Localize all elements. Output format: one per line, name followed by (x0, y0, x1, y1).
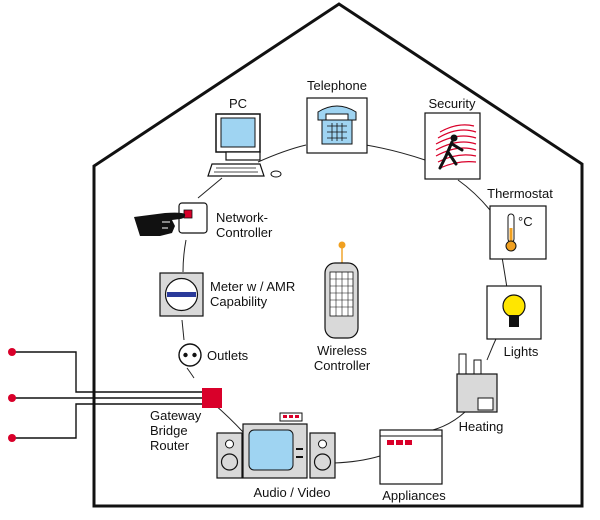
heating-label: Heating (459, 419, 504, 434)
thermostat-label: Thermostat (487, 186, 553, 201)
wireless-controller-label-line2: Controller (314, 358, 371, 373)
security-device[interactable]: Security (424, 96, 481, 180)
appliance-icon (379, 429, 443, 485)
network-controller-device[interactable]: Network- Controller (134, 202, 273, 240)
remote-control-icon (324, 241, 359, 339)
pc-device[interactable]: PC (207, 96, 282, 178)
gateway-label-line2: Bridge (150, 423, 188, 438)
gateway-device[interactable]: Gateway Bridge Router (150, 388, 222, 453)
telephone-label: Telephone (307, 78, 367, 93)
light-bulb-icon (502, 294, 526, 327)
network-controller-label-line1: Network- (216, 210, 268, 225)
lights-label: Lights (504, 344, 539, 359)
audio-video-device[interactable]: Audio / Video (216, 412, 336, 500)
gateway-node-icon (202, 388, 222, 408)
meter-label-line2: Capability (210, 294, 268, 309)
telephone-device[interactable]: Telephone (306, 78, 368, 154)
gateway-label-line3: Router (150, 438, 190, 453)
house-outline (92, 2, 584, 508)
external-line-terminal (8, 394, 16, 402)
lights-device[interactable]: Lights (486, 285, 542, 359)
network-controller-label-line2: Controller (216, 225, 273, 240)
wireless-controller-device[interactable]: Wireless Controller (314, 241, 371, 374)
intruder-alarm-icon (435, 124, 477, 170)
security-label: Security (429, 96, 476, 111)
meter-device[interactable]: Meter w / AMR Capability (159, 272, 295, 317)
gateway-label-line1: Gateway (150, 408, 202, 423)
telephone-icon (317, 105, 357, 145)
audio-video-label: Audio / Video (253, 485, 330, 500)
tv-speakers-icon (216, 412, 336, 479)
meter-icon (159, 272, 204, 317)
boiler-icon (456, 353, 498, 413)
outlets-device[interactable]: Outlets (178, 343, 249, 367)
pc-label: PC (229, 96, 247, 111)
appliances-device[interactable]: Appliances (379, 429, 446, 503)
meter-label-line1: Meter w / AMR (210, 279, 295, 294)
wireless-controller-label-line1: Wireless (317, 343, 367, 358)
hand-pressing-button-icon (134, 202, 208, 236)
external-lines (12, 351, 202, 439)
external-line-terminal (8, 348, 16, 356)
power-outlet-icon (178, 343, 202, 367)
thermostat-unit: °C (518, 214, 533, 229)
heating-device[interactable]: Heating (456, 353, 504, 434)
thermometer-icon (505, 213, 517, 252)
thermostat-device[interactable]: Thermostat °C (487, 186, 553, 260)
external-line-terminal (8, 434, 16, 442)
desktop-computer-icon (207, 113, 282, 178)
outlets-label: Outlets (207, 348, 249, 363)
appliances-label: Appliances (382, 488, 446, 503)
